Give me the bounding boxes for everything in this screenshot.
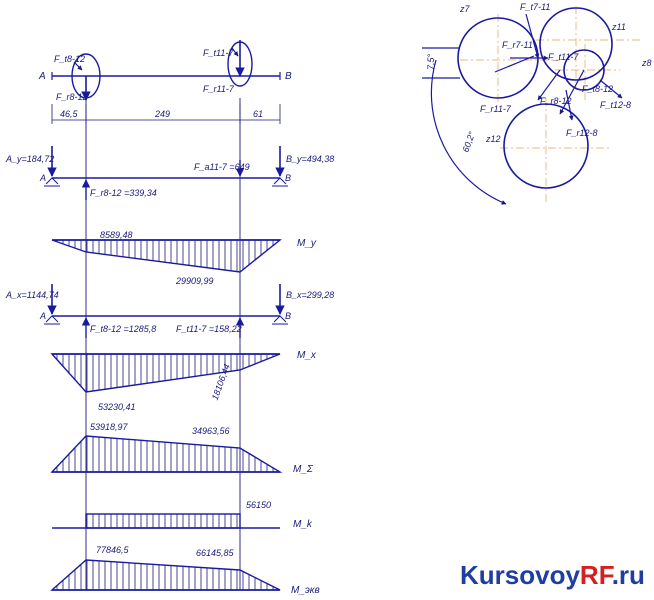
va-label: A [39, 173, 46, 183]
meq-value-2: 66145,85 [196, 548, 235, 558]
dim-right: 61 [253, 109, 263, 119]
total-moment-diagram [50, 435, 283, 473]
f-t8-12-gear-label: F_t8-12 [582, 84, 613, 94]
f-t11-7-gear-label: F_t11-7 [548, 52, 579, 62]
reaction-ax: A_x=1144,74 [5, 290, 59, 300]
angle-60-2: 60,2° [460, 130, 477, 154]
ha-label: A [39, 311, 46, 321]
moment-y-diagram [51, 239, 282, 273]
reaction-ay: A_y=184,72 [5, 154, 54, 164]
force-a11-7-value: F_a11-7 =649 [194, 162, 250, 172]
my-value-1: 8589,48 [100, 230, 133, 240]
watermark-logo: KursovoyRF.ru [460, 560, 645, 590]
moment-x-diagram [50, 353, 281, 393]
gear-z11-label: z11 [611, 22, 626, 32]
watermark-part-rf: RF [580, 560, 614, 590]
f-r12-8-gear-label: F_r12-8 [566, 128, 598, 138]
dim-mid: 249 [154, 109, 170, 119]
shaft-scheme [51, 40, 281, 101]
gear-z12-label: z12 [485, 134, 501, 144]
my-value-2: 29909,99 [175, 276, 214, 286]
meq-label: M_экв [291, 585, 320, 596]
force-r11-7-label: F_r11-7 [203, 84, 235, 94]
msum-value-2: 34963,56 [192, 426, 230, 436]
force-t8-12-value: F_t8-12 =1285,8 [90, 324, 156, 334]
dim-left: 46,5 [60, 109, 79, 119]
gear-z7-label: z7 [459, 4, 471, 14]
force-t11-7-value: F_t11-7 =158,22 [176, 324, 242, 334]
hb-label: B [285, 311, 291, 321]
mx-value-1: 53230,41 [98, 402, 136, 412]
f-r7-11-label: F_r7-11 [502, 40, 533, 50]
vb-label: B [285, 173, 291, 183]
msum-label: M_Σ [293, 464, 314, 475]
meq-value-1: 77846,5 [96, 545, 130, 555]
force-r8-12-value: F_r8-12 =339,34 [90, 188, 157, 198]
equivalent-moment-diagram [50, 559, 281, 591]
torque-diagram [52, 513, 280, 529]
f-t7-11-label: F_t7-11 [520, 2, 550, 12]
point-b-label: B [285, 71, 292, 82]
f-r11-7-gear-label: F_r11-7 [480, 104, 512, 114]
force-t11-7-label: F_t11-7 [203, 48, 234, 58]
point-a-label: A [38, 71, 46, 82]
mk-label: M_k [293, 519, 313, 530]
gear-diagram: z7 z11 z8 z12 F_t7-11 F_r7-11 F_t11-7 F_… [422, 2, 652, 205]
f-r8-12-gear-label: F_r8-12 [540, 96, 572, 106]
watermark-part-kursovoy: Kursovoy [460, 560, 580, 590]
vertical-plane-beam [44, 146, 288, 200]
mx-label: M_x [297, 350, 317, 361]
force-t8-12-label: F_t8-12 [54, 54, 85, 64]
f-t12-8-gear-label: F_t12-8 [600, 100, 631, 110]
angle-7-5: 7,5° [426, 53, 436, 70]
mk-value: 56150 [246, 500, 271, 510]
horizontal-plane-beam [44, 284, 288, 338]
msum-value-1: 53918,97 [90, 422, 129, 432]
gear-z8-label: z8 [641, 58, 652, 68]
my-label: M_y [297, 238, 317, 249]
reaction-bx: B_x=299,28 [286, 290, 334, 300]
watermark-part-ru: .ru [612, 560, 645, 590]
reaction-by: B_y=494,38 [286, 154, 334, 164]
force-r8-12-label: F_r8-12 [56, 92, 88, 102]
